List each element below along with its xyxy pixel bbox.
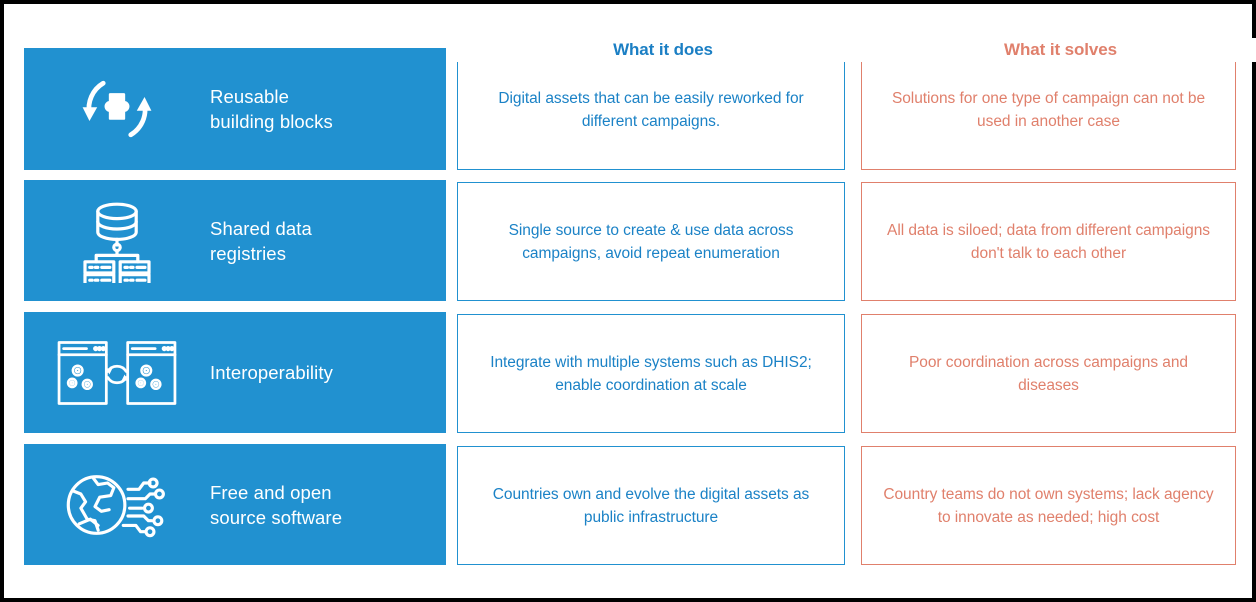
what-it-does-text: Digital assets that can be easily rework… (498, 90, 804, 130)
what-it-solves-cell-2: All data is siloed; data from different … (861, 182, 1236, 301)
feature-cell-shared-data-registries[interactable]: Shared data registries (24, 180, 446, 301)
column-header-what-it-does: What it does (457, 38, 869, 62)
what-it-solves-text: Solutions for one type of campaign can n… (891, 90, 1206, 130)
what-it-does-cell-3: Integrate with multiple systems such as … (457, 314, 845, 433)
comparison-grid: What it does What it solves Reusable bui… (4, 4, 1256, 598)
what-it-solves-cell-4: Country teams do not own systems; lack a… (861, 446, 1236, 565)
interoperability-icon (24, 312, 210, 433)
shared-data-registry-icon (24, 180, 210, 301)
what-it-does-cell-4: Countries own and evolve the digital ass… (457, 446, 845, 565)
feature-cell-free-and-open-source-software[interactable]: Free and open source software (24, 444, 446, 565)
feature-cell-reusable-building-blocks[interactable]: Reusable building blocks (24, 48, 446, 170)
feature-label: Reusable building blocks (210, 84, 343, 134)
what-it-solves-text: Country teams do not own systems; lack a… (883, 485, 1214, 526)
feature-label-line1: Shared data (210, 217, 312, 239)
feature-label: Free and open source software (210, 480, 352, 530)
what-it-solves-cell-1: Solutions for one type of campaign can n… (861, 50, 1236, 170)
what-it-does-text: Integrate with multiple systems such as … (490, 353, 812, 394)
open-source-globe-icon (24, 444, 210, 565)
feature-label-line2: source software (210, 506, 343, 528)
feature-label: Interoperability (210, 360, 343, 385)
feature-label-line1: Reusable (210, 86, 289, 107)
what-it-does-text: Countries own and evolve the digital ass… (492, 485, 810, 526)
what-it-does-cell-2: Single source to create & use data acros… (457, 182, 845, 301)
feature-label-line2: building blocks (210, 111, 333, 132)
what-it-solves-text: Poor coordination across campaigns and d… (909, 353, 1188, 394)
what-it-does-text: Single source to create & use data acros… (508, 221, 794, 262)
feature-label: Shared data registries (210, 216, 322, 266)
column-header-what-it-solves: What it solves (861, 38, 1256, 62)
what-it-does-cell-1: Digital assets that can be easily rework… (457, 50, 845, 170)
feature-label-line1: Interoperability (210, 362, 333, 383)
what-it-solves-text: All data is siloed; data from different … (887, 221, 1210, 262)
feature-cell-interoperability[interactable]: Interoperability (24, 312, 446, 433)
what-it-solves-cell-3: Poor coordination across campaigns and d… (861, 314, 1236, 433)
feature-label-line2: registries (210, 242, 287, 264)
reusable-blocks-icon (24, 48, 210, 170)
feature-label-line1: Free and open (210, 481, 332, 503)
